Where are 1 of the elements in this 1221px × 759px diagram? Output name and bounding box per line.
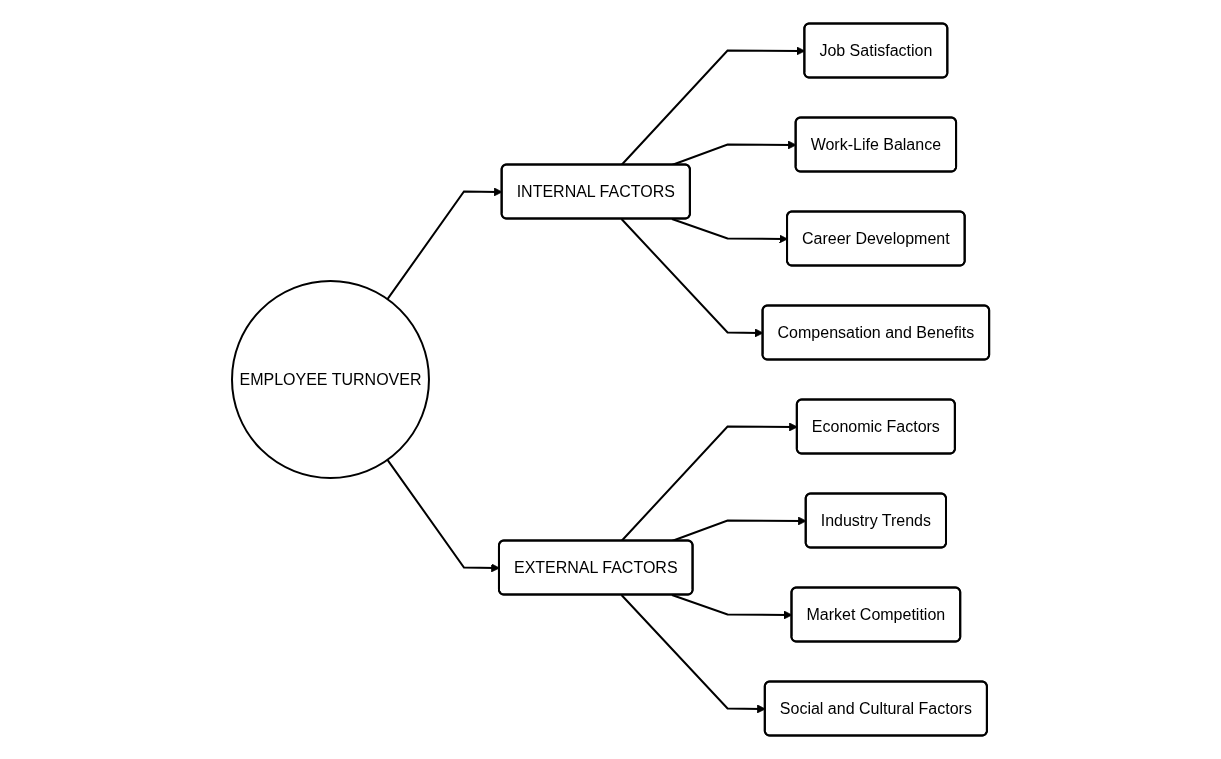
node-circle: EMPLOYEE TURNOVER xyxy=(230,280,430,479)
